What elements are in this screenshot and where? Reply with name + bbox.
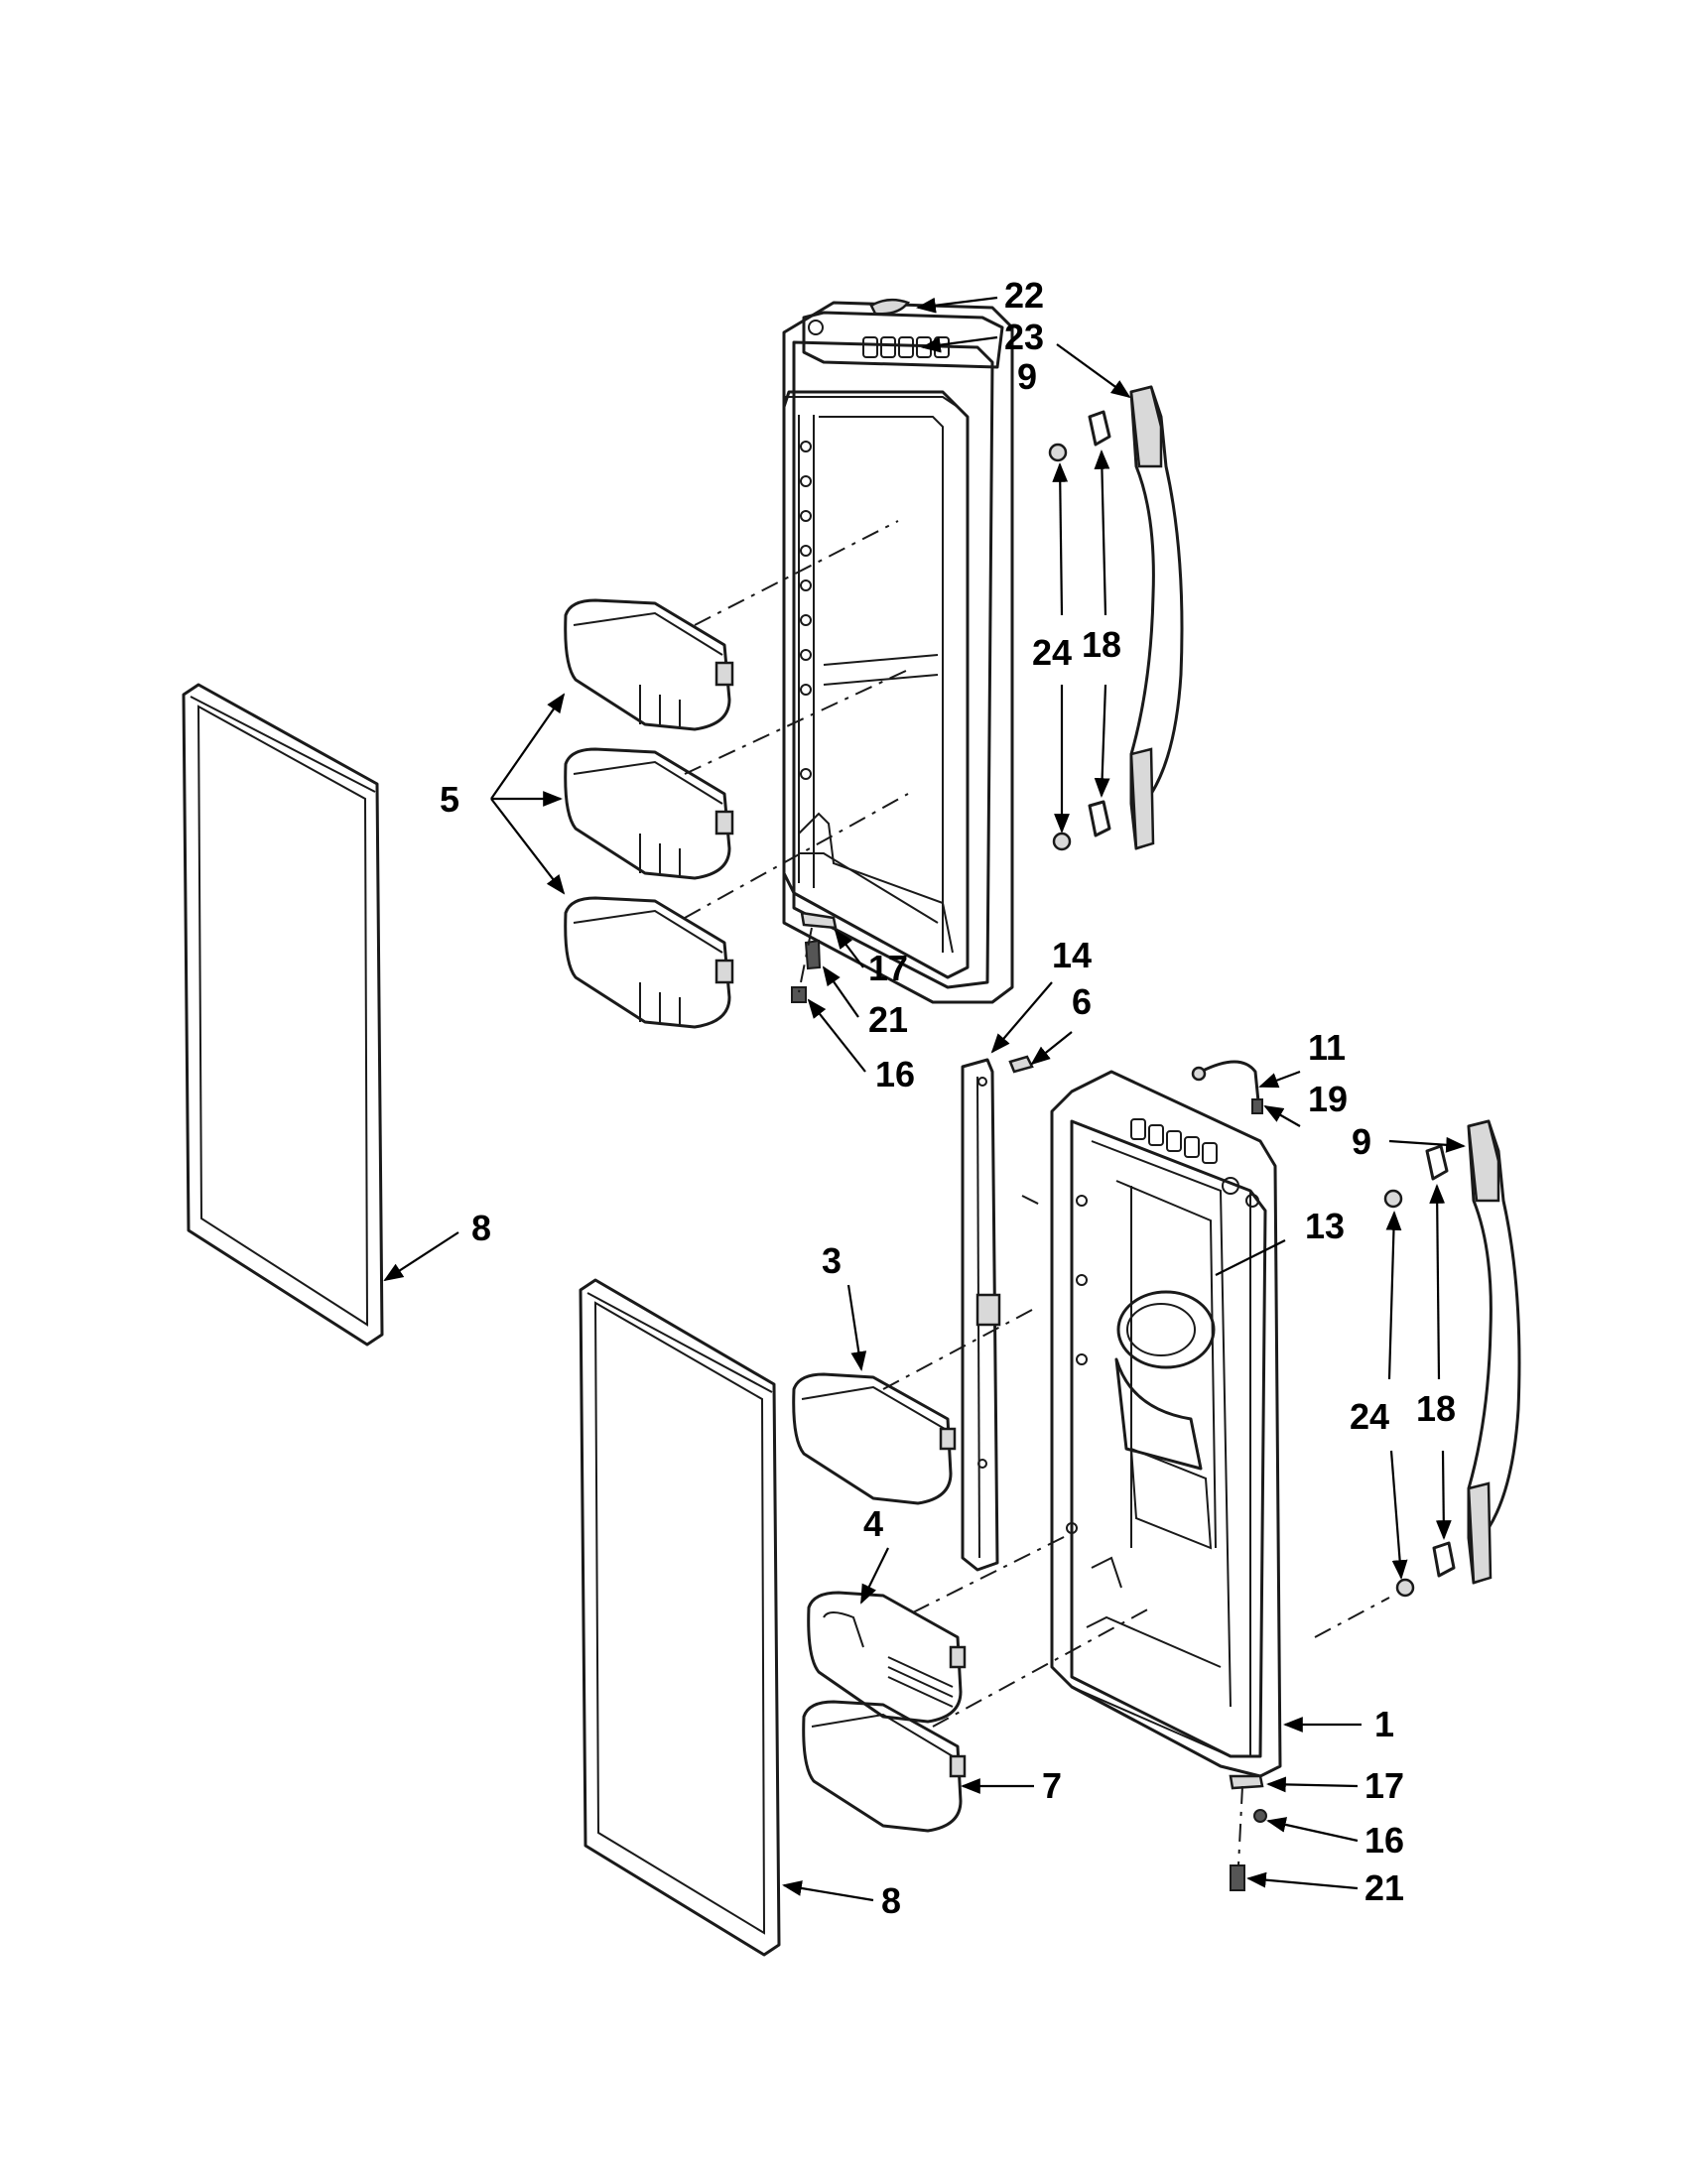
lower-door-bins <box>792 1372 967 1833</box>
right-door-vents <box>1130 1118 1218 1164</box>
lower-hinge-bushing <box>1253 1809 1267 1823</box>
callout-8: 8 <box>471 1208 491 1248</box>
callout-labels: 22 23 9 24 18 5 17 21 16 14 6 11 19 9 8 … <box>440 275 1456 1921</box>
callout-16: 16 <box>1364 1820 1404 1861</box>
left-door-assembly <box>782 298 1014 1004</box>
door-bin <box>792 1372 957 1505</box>
hinge-channel <box>961 1055 1034 1572</box>
callout-18: 18 <box>1082 624 1121 665</box>
upper-hinge-bracket <box>800 911 838 930</box>
right-door-assembly <box>1050 1070 1282 1891</box>
handle-clip <box>1425 1144 1449 1181</box>
door-cap-insert <box>869 298 911 316</box>
callout-14: 14 <box>1052 935 1092 975</box>
door-bin <box>802 1700 967 1833</box>
upper-hinge-screw <box>804 939 822 970</box>
door-bin <box>564 896 734 1029</box>
callout-3: 3 <box>822 1240 842 1281</box>
lower-door-gasket <box>579 1278 781 1957</box>
handle-clip <box>1088 800 1111 837</box>
callout-6: 6 <box>1072 981 1092 1022</box>
upper-door-bins <box>564 598 734 1029</box>
upper-hinge-bushing <box>791 986 807 1003</box>
callout-4: 4 <box>863 1503 883 1544</box>
callout-5: 5 <box>440 779 459 820</box>
water-tube <box>1191 1060 1263 1114</box>
leader-lines <box>383 296 1466 1902</box>
callout-7: 7 <box>1042 1765 1062 1806</box>
door-bin <box>564 598 734 731</box>
callout-1: 1 <box>1374 1704 1394 1744</box>
door-bin <box>807 1591 967 1724</box>
lower-hinge-screw <box>1230 1864 1245 1891</box>
callout-21: 21 <box>868 999 908 1040</box>
lower-hinge-bracket <box>1229 1774 1264 1790</box>
upper-door-gasket <box>182 683 384 1347</box>
upper-door-handle <box>1048 385 1184 851</box>
callout-21: 21 <box>1364 1867 1404 1908</box>
callout-17: 17 <box>868 948 908 988</box>
shelf-pin-holes <box>800 441 812 780</box>
handle-screw <box>1395 1578 1415 1598</box>
handle-screw <box>1052 832 1072 851</box>
handle-clip <box>1088 410 1111 447</box>
callout-23: 23 <box>1004 317 1044 357</box>
callout-11: 11 <box>1308 1027 1346 1068</box>
callout-16: 16 <box>875 1054 915 1094</box>
callout-17: 17 <box>1364 1765 1404 1806</box>
callout-19: 19 <box>1308 1079 1348 1119</box>
handle-screw <box>1383 1189 1403 1209</box>
handle-screw <box>1048 443 1068 462</box>
callout-18: 18 <box>1416 1388 1456 1429</box>
handle-clip <box>1432 1541 1456 1578</box>
callout-9: 9 <box>1017 356 1037 397</box>
callout-13: 13 <box>1305 1206 1345 1246</box>
callout-8: 8 <box>881 1880 901 1921</box>
lower-door-handle <box>1383 1119 1521 1598</box>
callout-22: 22 <box>1004 275 1044 316</box>
door-bin <box>564 747 734 880</box>
channel-latch <box>975 1293 1001 1327</box>
channel-screw <box>1008 1055 1034 1074</box>
callout-24: 24 <box>1350 1396 1389 1437</box>
callout-9: 9 <box>1352 1121 1371 1162</box>
callout-24: 24 <box>1032 632 1072 673</box>
